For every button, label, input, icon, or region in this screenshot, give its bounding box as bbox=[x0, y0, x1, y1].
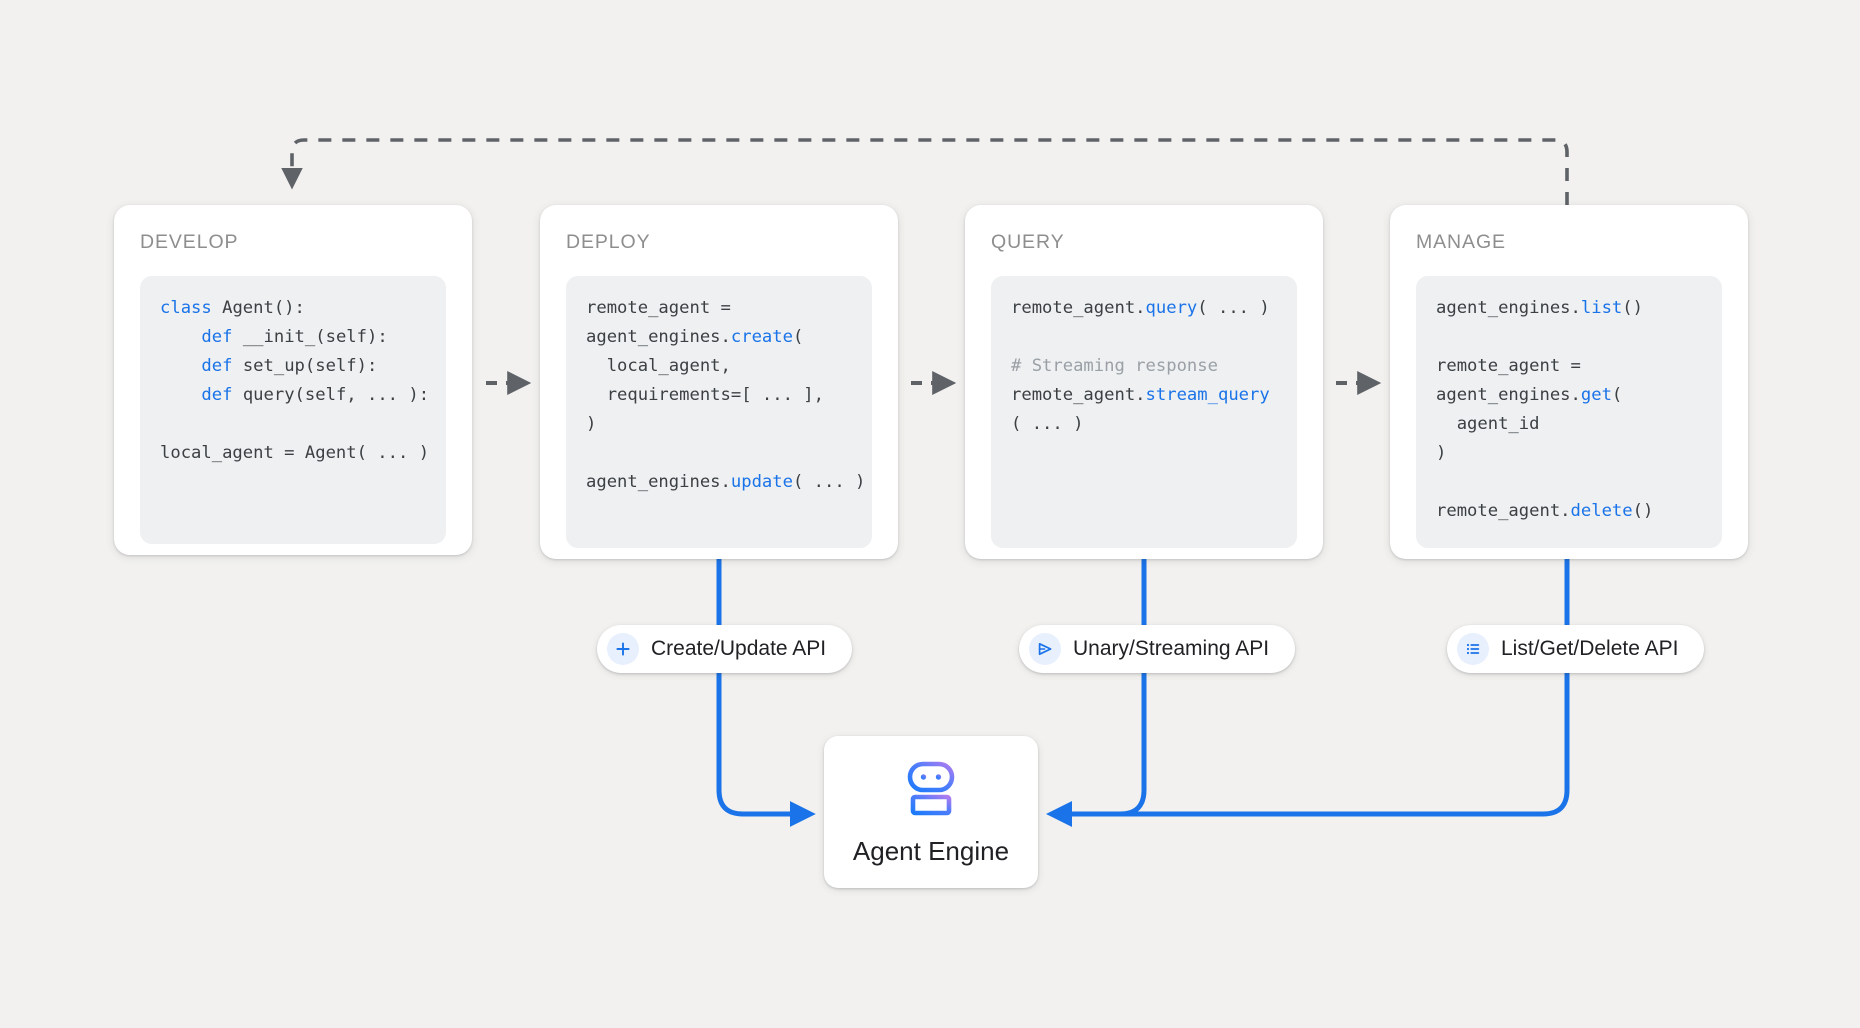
stage-card-manage: MANAGE agent_engines.list() remote_agent… bbox=[1390, 205, 1748, 559]
plus-icon bbox=[607, 633, 639, 665]
feedback-loop-connector bbox=[281, 138, 1569, 205]
blue-connector-manage bbox=[1046, 559, 1570, 827]
stage-title-manage: MANAGE bbox=[1416, 231, 1506, 253]
api-pill-list-get-delete[interactable]: List/Get/Delete API bbox=[1447, 625, 1705, 673]
stage-card-query: QUERY remote_agent.query( ... ) # Stream… bbox=[965, 205, 1323, 559]
stage-card-develop: DEVELOP class Agent(): def __init_(self)… bbox=[114, 205, 472, 555]
stage-card-deploy: DEPLOY remote_agent = agent_engines.crea… bbox=[540, 205, 898, 559]
api-pill-create-update[interactable]: Create/Update API bbox=[597, 625, 853, 673]
agent-engine-node[interactable]: Agent Engine bbox=[824, 736, 1038, 888]
code-block-manage: agent_engines.list() remote_agent = agen… bbox=[1416, 276, 1722, 548]
api-pill-label: Unary/Streaming API bbox=[1073, 637, 1270, 660]
blue-connector-deploy bbox=[716, 559, 816, 827]
code-block-deploy: remote_agent = agent_engines.create( loc… bbox=[566, 276, 872, 548]
stage-title-deploy: DEPLOY bbox=[566, 231, 651, 253]
list-icon bbox=[1457, 633, 1489, 665]
robot-icon bbox=[900, 757, 962, 824]
stage-title-develop: DEVELOP bbox=[140, 231, 239, 253]
send-icon bbox=[1029, 633, 1061, 665]
code-block-query: remote_agent.query( ... ) # Streaming re… bbox=[991, 276, 1297, 548]
agent-engine-label: Agent Engine bbox=[852, 836, 1010, 866]
api-pill-label: List/Get/Delete API bbox=[1501, 637, 1679, 660]
api-pill-label: Create/Update API bbox=[651, 637, 827, 660]
stage-title-query: QUERY bbox=[991, 231, 1065, 253]
code-block-develop: class Agent(): def __init_(self): def se… bbox=[140, 276, 446, 544]
blue-connector-query bbox=[1046, 559, 1147, 827]
api-pill-unary-streaming[interactable]: Unary/Streaming API bbox=[1019, 625, 1296, 673]
